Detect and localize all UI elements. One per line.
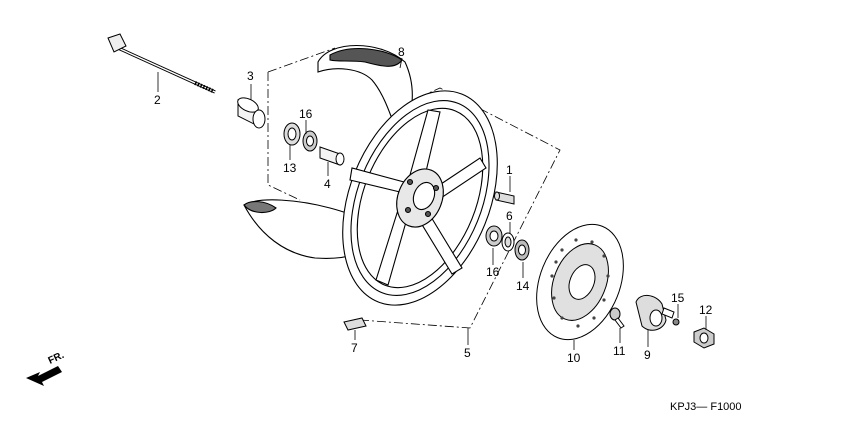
front-direction-arrow: FR. — [26, 350, 66, 386]
screw-shape — [672, 318, 680, 326]
wheel-shape — [342, 90, 498, 306]
axle-shape — [107, 33, 216, 94]
collar-shape — [237, 97, 266, 129]
leader-lines — [157, 57, 707, 350]
label-part-16-right: 16 — [486, 265, 500, 279]
label-part-5: 5 — [464, 346, 471, 360]
axle-nut-shape — [693, 327, 715, 349]
direction-label: FR. — [47, 350, 66, 367]
label-part-16-left: 16 — [299, 107, 313, 121]
label-part-9: 9 — [644, 348, 651, 362]
brake-disc-shape — [536, 223, 624, 341]
label-part-1: 1 — [506, 163, 513, 177]
valve-shape — [494, 191, 515, 205]
label-part-11: 11 — [613, 344, 626, 358]
label-part-13: 13 — [283, 161, 297, 175]
label-part-14: 14 — [516, 279, 530, 293]
reference-code: KPJ3— F1000 — [670, 401, 742, 413]
label-part-12: 12 — [699, 303, 713, 317]
label-part-8: 8 — [398, 45, 405, 59]
left-hub-parts — [283, 122, 345, 166]
label-part-2: 2 — [154, 93, 161, 107]
label-part-15: 15 — [671, 291, 685, 305]
gearbox-shape — [635, 295, 675, 331]
right-hub-parts — [485, 225, 530, 261]
label-part-3: 3 — [247, 69, 254, 83]
label-part-4: 4 — [324, 177, 331, 191]
label-part-7: 7 — [351, 341, 358, 355]
label-part-10: 10 — [567, 351, 581, 365]
weight-shape — [343, 317, 367, 331]
label-part-6: 6 — [506, 209, 513, 223]
disc-bolt-shape — [609, 307, 625, 329]
